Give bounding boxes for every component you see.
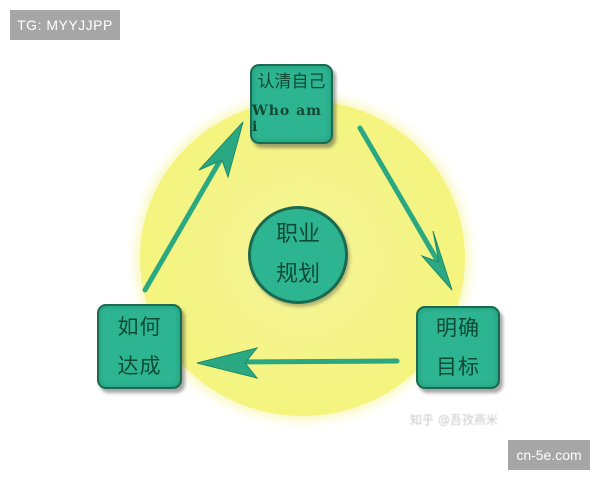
node-know-yourself-subtitle: Who am i [252,102,322,135]
arrow-left-icon [196,347,400,379]
node-how-to-achieve-line2: 达成 [117,353,162,378]
center-title-line2: 规划 [275,262,320,287]
arrow-down-right-icon [357,125,453,291]
node-set-goals-line1: 明确 [436,315,480,340]
node-know-yourself-label: 认清自己 [257,71,326,92]
node-know-yourself: 认清自己 Who am i [250,64,333,144]
node-how-to-achieve: 如何 达成 [97,304,182,389]
node-set-goals-line2: 目标 [436,354,480,379]
site-badge: cn-5e.com [508,440,590,470]
node-set-goals: 明确 目标 [416,306,500,389]
center-title-line1: 职业 [275,222,320,247]
tg-badge: TG: MYYJJPP [10,10,120,40]
center-career-planning: 职业 规划 [248,206,348,304]
source-watermark: 知乎 @吾孜燕米 [410,413,498,427]
arrow-up-right-icon [142,121,244,293]
node-how-to-achieve-line1: 如何 [117,314,162,339]
